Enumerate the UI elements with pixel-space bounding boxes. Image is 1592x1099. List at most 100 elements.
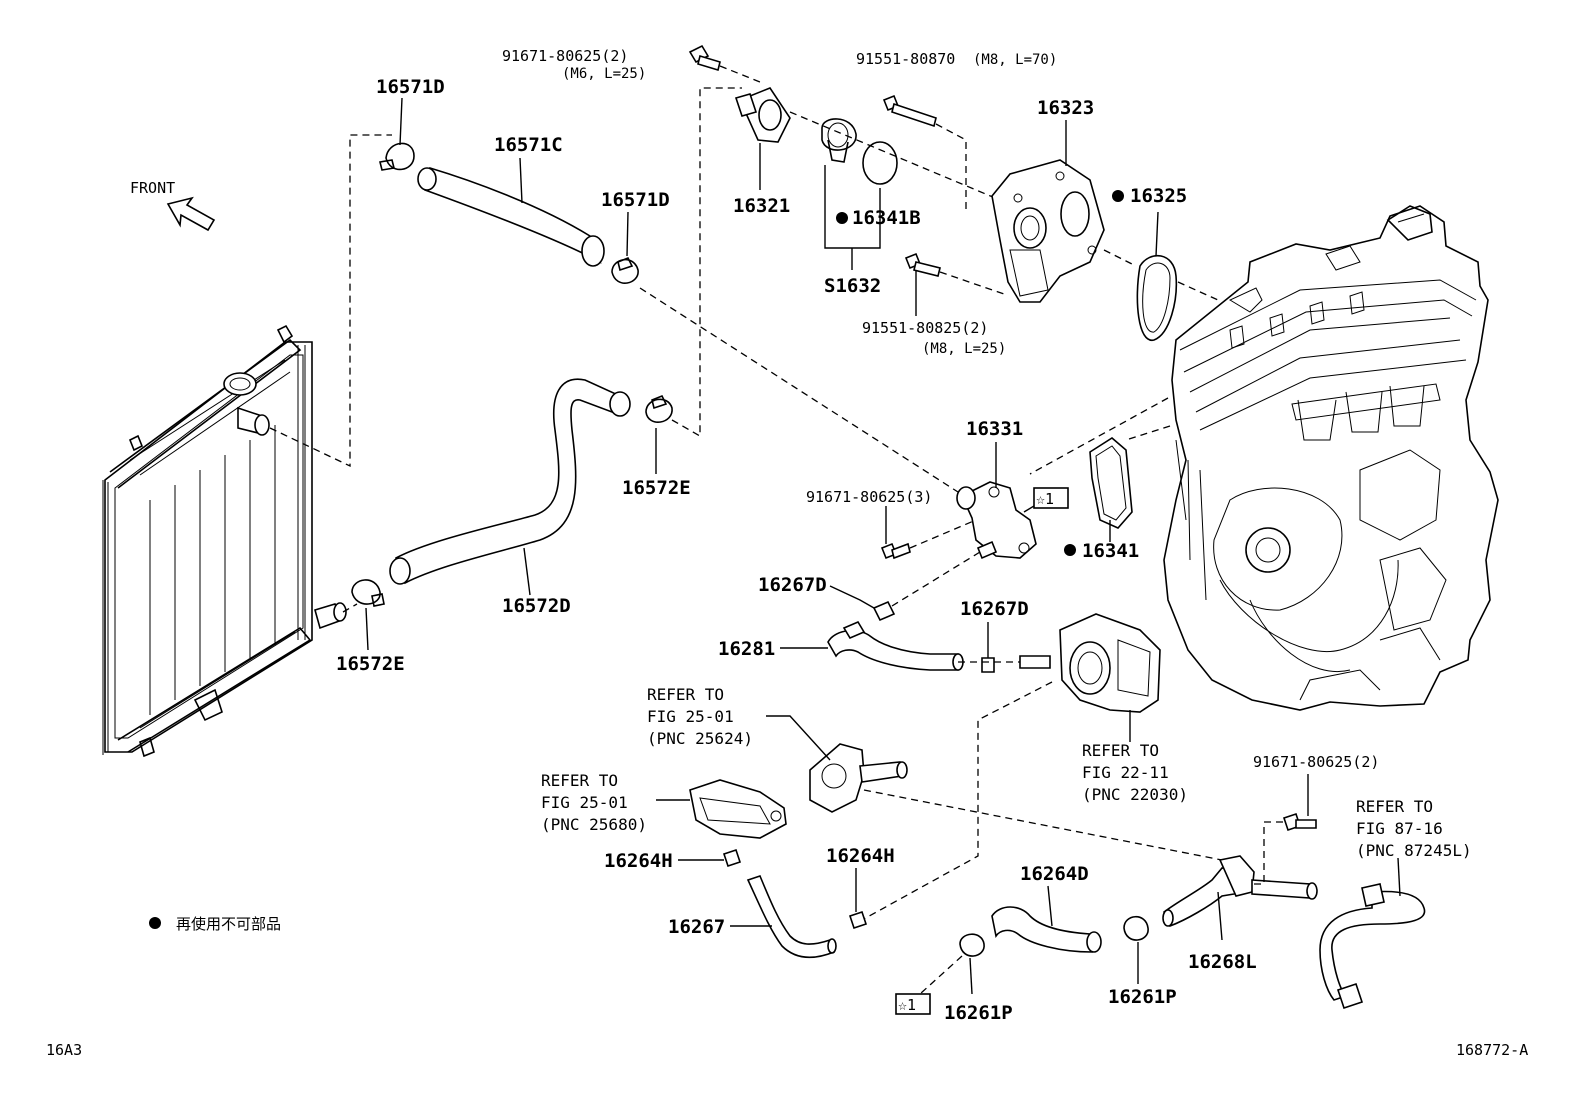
non-reusable-dot-16341 [1064, 544, 1076, 556]
leader-radiator-upper [269, 134, 392, 468]
footer-right-code: 168772-A [1456, 1041, 1528, 1059]
label-16341: 16341 [1082, 540, 1139, 562]
hose-16264D [991, 906, 1102, 953]
label-91671-80625-2-top: 91671-80625(2) [502, 47, 628, 65]
hose-16571C [417, 166, 605, 267]
leader-16268L-right [1254, 821, 1284, 885]
leader-16572E-upper [671, 87, 742, 438]
label-16572E-upper: 16572E [622, 477, 691, 499]
label-16331: 16331 [966, 418, 1023, 440]
engine-block [1163, 205, 1499, 711]
leader-91671-80625-3 [909, 519, 977, 549]
label-16341B: 16341B [852, 207, 921, 229]
ref2-line2: FIG 25-01 [541, 793, 628, 812]
label-star-ref-a: ☆1 [1036, 490, 1054, 508]
label-16261P-left: 16261P [944, 1002, 1013, 1024]
ref1-line2: FIG 25-01 [647, 707, 734, 726]
ref3-line2: FIG 22-11 [1082, 763, 1169, 782]
label-16264H-left: 16264H [604, 850, 673, 872]
gasket-16325 [1136, 254, 1178, 341]
leader-16267D-left [829, 585, 875, 609]
leader-16571D-mid [639, 287, 959, 493]
label-16267D-left: 16267D [758, 574, 827, 596]
label-16572D: 16572D [502, 595, 571, 617]
leader-ref1-dash [863, 789, 1223, 861]
label-16571C: 16571C [494, 134, 563, 156]
hose-16267 [746, 875, 837, 959]
label-star-ref-b: ☆1 [898, 996, 916, 1014]
label-91551-80870-sub: (M8, L=70) [973, 52, 1057, 68]
egr-cooler-refer-25680 [689, 779, 787, 839]
leader-16325 [1103, 249, 1219, 301]
label-16571D-top: 16571D [376, 76, 445, 98]
label-91671-80625-3: 91671-80625(3) [806, 488, 932, 506]
label-16281: 16281 [718, 638, 775, 660]
gasket-oring [862, 141, 898, 185]
leader-ref1 [766, 715, 831, 761]
clamp-16571D-top [379, 142, 415, 171]
thermostat-16341B [821, 118, 857, 163]
legend-text: 再使用不可部品 [176, 915, 281, 933]
bolt-91671-80625-3 [880, 542, 911, 560]
ref1-line1: REFER TO [647, 685, 724, 704]
water-outlet-16331 [956, 481, 1037, 560]
bolt-91551-80870 [882, 94, 937, 128]
label-91551-80870: 91551-80870 [856, 50, 955, 68]
clip-16264H-right [848, 910, 868, 930]
star-ref-box-a [1033, 487, 1069, 509]
bolt-91671-80625-2-low [1282, 812, 1317, 832]
ref3-line3: (PNC 22030) [1082, 785, 1188, 804]
label-16267D-right: 16267D [960, 598, 1029, 620]
leader-thermostat-housing [789, 111, 1001, 201]
label-16264D: 16264D [1020, 863, 1089, 885]
bolt-91671-top [688, 44, 721, 72]
label-91671-80625-2-low: 91671-80625(2) [1253, 753, 1379, 771]
label-91671-sub-top: (M6, L=25) [562, 66, 646, 82]
clip-16264H-left [722, 848, 742, 868]
leader-throttle-down [861, 681, 1053, 921]
ref4-line2: FIG 87-16 [1356, 819, 1443, 838]
egr-valve-refer-25624 [809, 743, 908, 813]
label-16321: 16321 [733, 195, 790, 217]
non-reusable-dot-16325 [1112, 190, 1124, 202]
label-16261P-right: 16261P [1108, 986, 1177, 1008]
ref4-line3: (PNC 87245L) [1356, 841, 1472, 860]
leader-radiator-lower [342, 603, 358, 613]
label-16325: 16325 [1130, 185, 1187, 207]
leader-91551-80825 [939, 271, 1005, 295]
clamp-16261P-right [1123, 915, 1149, 941]
clip-16267D-right [981, 657, 995, 673]
star-ref-box-b [895, 993, 931, 1015]
label-16323: 16323 [1037, 97, 1094, 119]
non-reusable-dot-16341B [836, 212, 848, 224]
leader-16261P-left [919, 955, 963, 995]
leader-91671-top [719, 65, 761, 83]
water-inlet-16321 [734, 87, 791, 143]
front-label: FRONT [130, 179, 175, 197]
label-16264H-right: 16264H [826, 845, 895, 867]
label-16268L: 16268L [1188, 951, 1257, 973]
ref1-line3: (PNC 25624) [647, 729, 753, 748]
ref3-line1: REFER TO [1082, 741, 1159, 760]
ref4-line1: REFER TO [1356, 797, 1433, 816]
legend-dot-icon [149, 917, 161, 929]
pipe-stub [1019, 655, 1051, 669]
label-16267: 16267 [668, 916, 725, 938]
leader-engine-1 [1029, 397, 1169, 475]
label-S1632: S1632 [824, 275, 881, 297]
leader-91551-80870 [935, 123, 967, 212]
clamp-16261P-left [959, 933, 985, 957]
label-16571D-mid: 16571D [601, 189, 670, 211]
hose-16268L [1162, 855, 1318, 928]
hose-16281 [827, 620, 964, 671]
gasket-16341 [1089, 437, 1133, 529]
label-91551-80825-sub: (M8, L=25) [922, 341, 1006, 357]
leader-engine-2 [1125, 425, 1171, 441]
label-16572E-lower: 16572E [336, 653, 405, 675]
radiator-drawing [102, 324, 347, 758]
thermostat-housing-16323 [991, 159, 1105, 303]
hose-16572D [389, 378, 631, 585]
footer-left-code: 16A3 [46, 1041, 82, 1059]
clamp-16571D-mid [611, 256, 639, 284]
